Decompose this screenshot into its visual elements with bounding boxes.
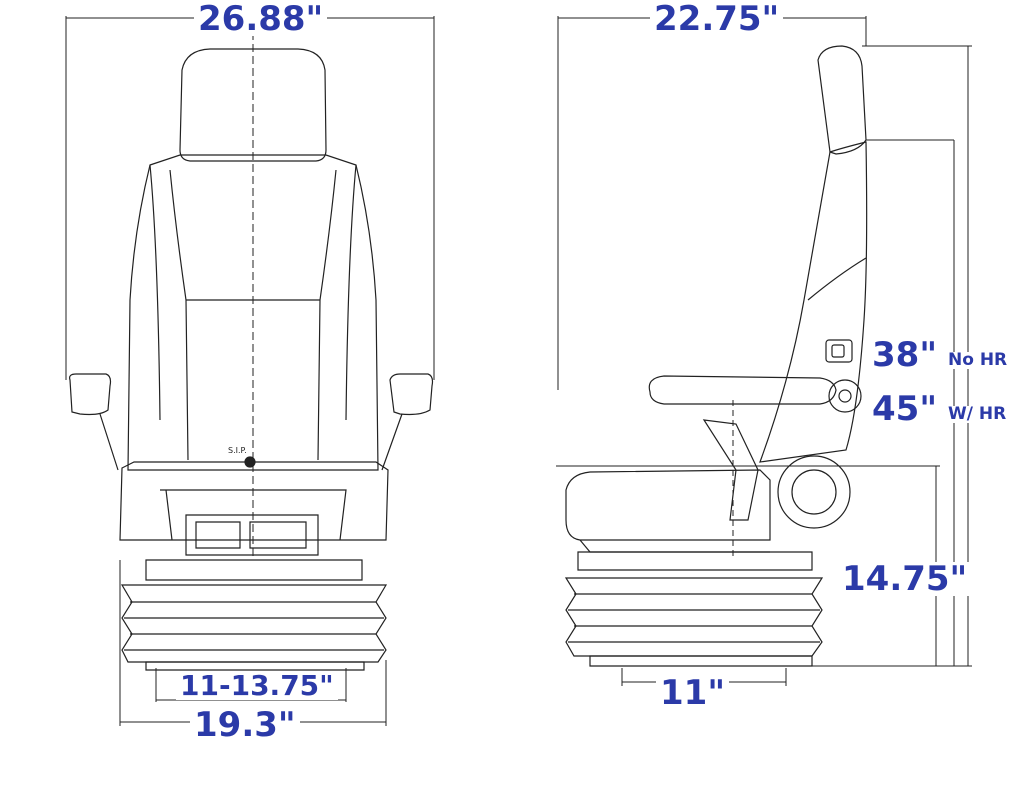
side-headrest — [817, 45, 867, 155]
lumbar-adjust-knob — [825, 339, 853, 363]
side-overall-depth-label: 22.75" — [650, 2, 784, 36]
height-no-hr-value: 38" — [868, 338, 942, 372]
side-base-depth-label: 11" — [656, 676, 730, 710]
front-view-seat — [69, 20, 434, 671]
side-cushion — [565, 469, 771, 541]
side-armrest — [648, 375, 837, 405]
front-control-panel — [185, 514, 319, 556]
height-with-hr-value: 45" — [868, 392, 942, 426]
front-base-range-label: 11-13.75" — [176, 672, 338, 700]
front-left-armrest — [69, 373, 112, 416]
height-no-hr-note: No HR — [944, 352, 1012, 369]
side-backrest — [759, 141, 868, 463]
front-backrest — [127, 154, 379, 471]
seat-height-label: 14.75" — [838, 562, 972, 596]
side-bellows — [564, 577, 824, 657]
side-base-bottom — [589, 655, 813, 667]
front-headrest — [179, 48, 327, 162]
front-cushion — [119, 461, 389, 541]
front-dimension-lines — [65, 16, 435, 726]
front-base-top — [145, 559, 363, 581]
front-bellows — [120, 584, 388, 663]
side-base-top — [577, 551, 813, 571]
sip-label: S.I.P. — [228, 446, 247, 455]
front-base-bottom — [145, 661, 365, 671]
front-right-armrest — [389, 373, 434, 416]
recline-dial — [828, 379, 862, 413]
front-seat-width-label: 19.3" — [190, 708, 300, 742]
side-view-seat — [564, 45, 868, 667]
front-overall-width-label: 26.88" — [194, 2, 328, 36]
side-suspension-wheel — [777, 455, 851, 529]
side-seat-belt-mechanism — [702, 419, 759, 521]
height-with-hr-note: W/ HR — [944, 406, 1011, 423]
